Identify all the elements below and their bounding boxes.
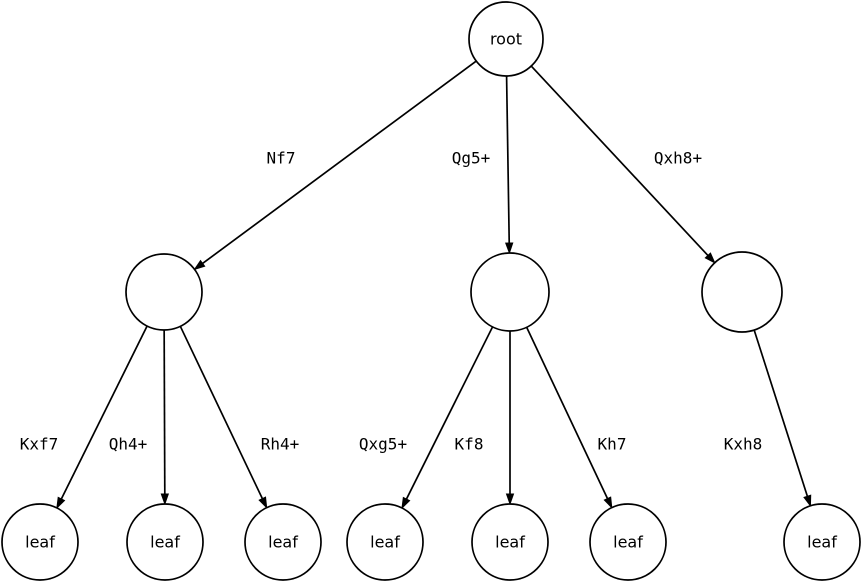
tree-node-leaf [471,503,549,581]
edge-label-rh4+: Rh4+ [261,435,300,454]
edge-label-qxg5+: Qxg5+ [359,435,407,454]
arrowhead-icon [704,252,716,264]
tree-node-leaf [126,503,204,581]
tree-node-leaf [1,503,79,581]
tree-edge-kxf7 [60,325,148,500]
node-label-leaf: leaf [613,533,643,552]
arrowhead-icon [160,493,170,506]
tree-node-leaf [589,503,667,581]
edge-label-qg5+: Qg5+ [452,149,491,168]
tree-edge-qxh8+ [530,65,709,257]
arrowhead-icon [603,496,613,510]
tree-node-leaf [244,503,322,581]
arrowhead-icon [401,496,411,510]
arrowhead-icon [193,259,206,271]
arrowhead-icon [258,496,268,510]
node-label-leaf: leaf [495,533,525,552]
tree-node-internal-n1 [125,253,203,331]
arrowhead-icon [505,493,515,506]
edge-label-kxf7: Kxf7 [20,435,59,454]
tree-node-leaf [783,503,861,581]
tree-node-leaf [346,503,424,581]
edge-label-kxh8: Kxh8 [724,435,763,454]
tree-edge-rh4+ [179,325,264,500]
edge-label-nf7: Nf7 [267,149,296,168]
node-label-leaf: leaf [370,533,400,552]
arrowhead-icon [505,242,514,255]
arrowhead-icon [56,496,66,510]
edge-label-kh7: Kh7 [598,435,627,454]
tree-edge-kxh8 [753,329,809,497]
tree-edge-qh4+ [163,329,166,495]
node-label-leaf: leaf [150,533,180,552]
tree-edge-nf7 [202,60,477,265]
node-label-leaf: leaf [268,533,298,552]
arrowhead-icon [803,494,812,508]
tree-node-root [468,1,544,77]
tree-edge-qg5+ [505,75,511,244]
node-label-leaf: leaf [25,533,55,552]
edge-label-qh4+: Qh4+ [109,435,148,454]
tree-node-internal-n2 [470,252,550,332]
edge-label-qxh8+: Qxh8+ [654,149,702,168]
node-label-root: root [490,30,522,49]
node-label-leaf: leaf [807,533,837,552]
edge-label-kf8: Kf8 [455,435,484,454]
tree-node-internal-n3 [701,251,783,333]
tree-edge-qxg5+ [405,326,494,500]
tree-edge-kh7 [525,326,609,499]
